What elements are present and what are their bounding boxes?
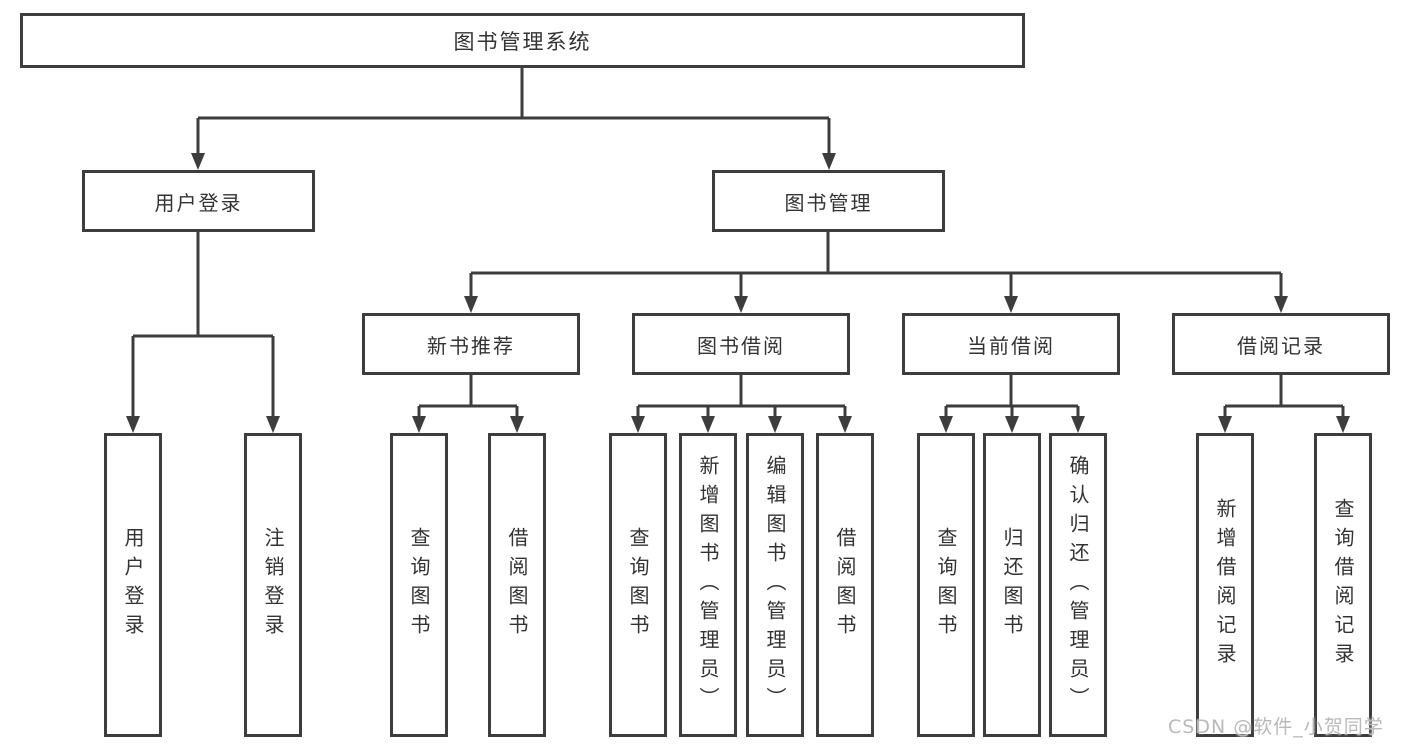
leaf-query-borrow-record: 查询借阅记录 bbox=[1314, 433, 1372, 737]
leaf-confirm-return-admin: 确认归还（管理员） bbox=[1049, 433, 1107, 737]
node-label: 借阅记录 bbox=[1237, 333, 1325, 358]
leaf-label: 新增图书（管理员） bbox=[696, 454, 720, 716]
leaf-label: 归还图书 bbox=[1000, 527, 1024, 643]
node-current-borrow: 当前借阅 bbox=[902, 313, 1120, 375]
leaf-label: 确认归还（管理员） bbox=[1066, 454, 1090, 716]
leaf-query-books-recommend: 查询图书 bbox=[390, 433, 448, 737]
leaf-user-login: 用户登录 bbox=[104, 433, 162, 737]
node-borrow-records: 借阅记录 bbox=[1172, 313, 1390, 375]
leaf-label: 查询图书 bbox=[626, 527, 650, 643]
node-book-management: 图书管理 bbox=[712, 170, 945, 232]
leaf-add-borrow-record: 新增借阅记录 bbox=[1196, 433, 1254, 737]
leaf-query-books-borrow: 查询图书 bbox=[609, 433, 667, 737]
node-label: 图书借阅 bbox=[697, 333, 785, 358]
node-label: 当前借阅 bbox=[967, 333, 1055, 358]
node-label: 新书推荐 bbox=[427, 333, 515, 358]
leaf-borrow-books-recommend: 借阅图书 bbox=[488, 433, 546, 737]
leaf-query-books-current: 查询图书 bbox=[917, 433, 975, 737]
leaf-add-books-admin: 新增图书（管理员） bbox=[679, 433, 737, 737]
leaf-label: 编辑图书（管理员） bbox=[763, 454, 787, 716]
node-book-borrow: 图书借阅 bbox=[632, 313, 850, 375]
leaf-return-books: 归还图书 bbox=[983, 433, 1041, 737]
node-label: 图书管理系统 bbox=[453, 29, 592, 54]
node-label: 图书管理 bbox=[784, 190, 873, 215]
node-new-book-recommend: 新书推荐 bbox=[362, 313, 580, 375]
leaf-label: 查询借阅记录 bbox=[1331, 498, 1355, 672]
node-user-login: 用户登录 bbox=[82, 170, 315, 232]
node-library-management-system: 图书管理系统 bbox=[20, 13, 1025, 68]
leaf-label: 查询图书 bbox=[934, 527, 958, 643]
leaf-logout: 注销登录 bbox=[244, 433, 302, 737]
arrowheads bbox=[126, 153, 1350, 433]
node-label: 用户登录 bbox=[154, 190, 243, 215]
leaf-label: 新增借阅记录 bbox=[1213, 498, 1237, 672]
leaf-edit-books-admin: 编辑图书（管理员） bbox=[746, 433, 804, 737]
leaf-label: 查询图书 bbox=[407, 527, 431, 643]
leaf-label: 借阅图书 bbox=[833, 527, 857, 643]
connector-paths bbox=[131, 68, 1345, 420]
leaf-label: 借阅图书 bbox=[505, 527, 529, 643]
leaf-label: 注销登录 bbox=[261, 527, 285, 643]
leaf-label: 用户登录 bbox=[121, 527, 145, 643]
csdn-watermark: CSDN @软件_小贺同学 bbox=[1168, 716, 1384, 738]
leaf-borrow-books: 借阅图书 bbox=[816, 433, 874, 737]
